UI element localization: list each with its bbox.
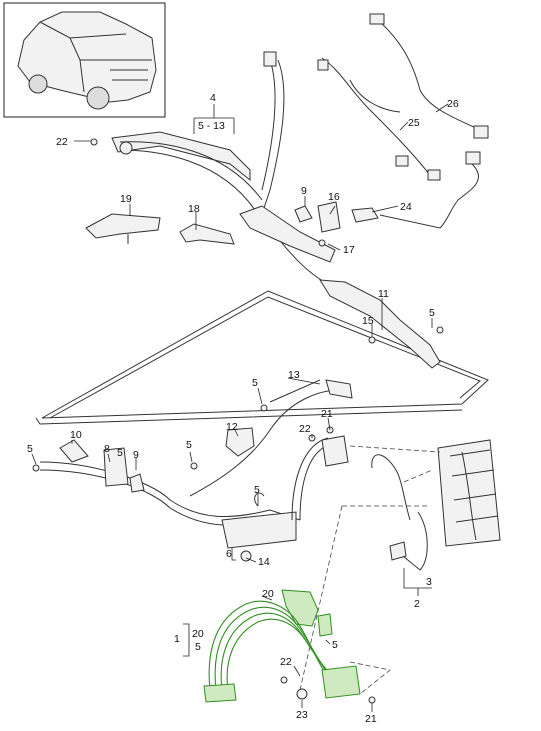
callout-5-e: 5 bbox=[186, 439, 192, 451]
callout-6: 6 bbox=[226, 548, 232, 560]
callout-24: 24 bbox=[400, 201, 412, 213]
callout-25: 25 bbox=[408, 117, 420, 129]
clip-9-top bbox=[294, 205, 313, 223]
callout-11: 11 bbox=[378, 288, 389, 300]
harness-mid bbox=[39, 379, 353, 562]
vehicle-inset bbox=[3, 2, 166, 118]
callout-5-a: 5 bbox=[429, 307, 435, 319]
callout-5-hl: 5 bbox=[332, 639, 338, 651]
callout-9-mid: 9 bbox=[133, 449, 139, 461]
callout-13: 13 bbox=[288, 369, 300, 381]
bracket-16 bbox=[317, 201, 341, 247]
callout-22-top: 22 bbox=[56, 136, 68, 148]
callout-20-top: 20 bbox=[262, 588, 274, 600]
callout-23: 23 bbox=[296, 709, 308, 721]
harness-upper bbox=[111, 51, 441, 369]
harness-26 bbox=[369, 13, 489, 139]
harness-25 bbox=[317, 57, 441, 181]
callout-20-bracket: 20 bbox=[192, 628, 204, 640]
dashed-links bbox=[299, 445, 441, 695]
callout-5-f: 5 bbox=[254, 484, 260, 496]
callout-17: 17 bbox=[343, 244, 355, 256]
callout-5-13: 5 - 13 bbox=[198, 120, 225, 132]
callout-5-b: 5 bbox=[252, 377, 258, 389]
callout-1: 1 bbox=[174, 633, 180, 645]
callout-3: 3 bbox=[426, 576, 432, 588]
callout-9-top: 9 bbox=[301, 185, 307, 197]
bracket-18 bbox=[179, 223, 235, 245]
connector bbox=[263, 51, 277, 67]
harness-24 bbox=[351, 151, 481, 229]
callout-22-bot: 22 bbox=[280, 656, 292, 668]
callout-2: 2 bbox=[414, 598, 420, 610]
bracket-19 bbox=[85, 213, 161, 244]
vehicle-thumbnail-icon bbox=[17, 11, 157, 110]
callout-16: 16 bbox=[328, 191, 340, 203]
callout-26: 26 bbox=[447, 98, 459, 110]
callout-22-mid: 22 bbox=[299, 423, 311, 435]
hose-assembly-mid bbox=[291, 426, 428, 571]
fasteners bbox=[32, 138, 444, 704]
leader-lines bbox=[31, 103, 449, 712]
callout-18: 18 bbox=[188, 203, 200, 215]
callout-labels: 4 5 - 13 22 26 25 24 19 18 9 16 17 11 5 … bbox=[27, 92, 459, 725]
highlighted-hose-assembly bbox=[203, 589, 361, 703]
callout-4: 4 bbox=[210, 92, 216, 104]
callout-12: 12 bbox=[226, 421, 238, 433]
callout-8: 8 bbox=[104, 443, 110, 455]
callout-14: 14 bbox=[258, 556, 270, 568]
callout-5-c: 5 bbox=[27, 443, 33, 455]
callout-19: 19 bbox=[120, 193, 132, 205]
callout-21-bot: 21 bbox=[365, 713, 377, 725]
callout-21-mid: 21 bbox=[321, 408, 333, 420]
callout-15: 15 bbox=[362, 315, 374, 327]
callout-5-bracket: 5 bbox=[195, 641, 201, 653]
callout-5-d: 5 bbox=[117, 447, 123, 459]
transmission-unit bbox=[437, 439, 501, 547]
callout-10: 10 bbox=[70, 429, 82, 441]
